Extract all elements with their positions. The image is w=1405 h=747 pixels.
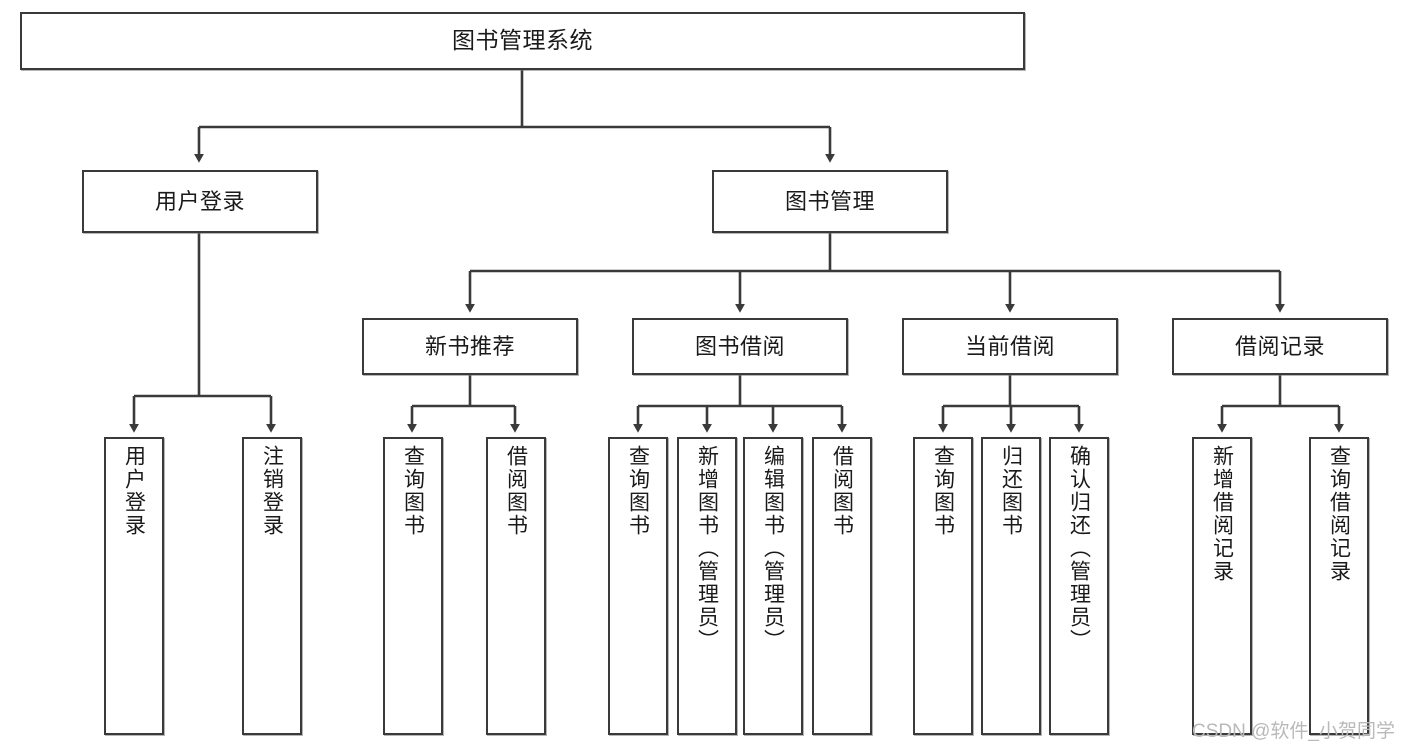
node-label: 确认归还（管理员） [1067, 445, 1091, 652]
leaf-borrow-record-query-record[interactable]: 查询借阅记录 [1309, 437, 1369, 735]
node-book-management[interactable]: 图书管理 [712, 170, 948, 233]
node-label: 借阅图书 [504, 445, 528, 537]
node-label: 当前借阅 [964, 333, 1055, 359]
node-label: 归还图书 [999, 445, 1023, 537]
leaf-current-borrow-confirm-return-admin[interactable]: 确认归还（管理员） [1049, 437, 1109, 735]
node-label: 借阅记录 [1234, 333, 1325, 359]
leaf-book-borrow-edit-book-admin[interactable]: 编辑图书（管理员） [743, 437, 803, 735]
leaf-book-borrow-add-book-admin[interactable]: 新增图书（管理员） [677, 437, 737, 735]
node-label: 查询图书 [401, 445, 425, 537]
node-label: 图书借阅 [694, 333, 785, 359]
leaf-new-book-borrow-books[interactable]: 借阅图书 [486, 437, 546, 735]
node-borrowing-record[interactable]: 借阅记录 [1172, 318, 1388, 375]
node-current-borrowing[interactable]: 当前借阅 [902, 318, 1118, 375]
node-label: 图书管理 [784, 188, 875, 214]
node-label: 查询借阅记录 [1327, 445, 1351, 583]
node-label: 图书管理系统 [452, 27, 593, 54]
node-label: 查询图书 [931, 445, 955, 537]
leaf-current-borrow-return-books[interactable]: 归还图书 [981, 437, 1041, 735]
node-new-book-recommendation[interactable]: 新书推荐 [362, 318, 578, 375]
leaf-borrow-record-add-record[interactable]: 新增借阅记录 [1192, 437, 1252, 735]
node-label: 查询图书 [626, 445, 650, 537]
node-label: 新增图书（管理员） [695, 445, 719, 652]
leaf-new-book-query-books[interactable]: 查询图书 [383, 437, 443, 735]
leaf-book-borrow-query-books[interactable]: 查询图书 [608, 437, 668, 735]
node-label: 编辑图书（管理员） [761, 445, 785, 652]
node-label: 新书推荐 [424, 333, 515, 359]
node-label: 用户登录 [122, 445, 146, 537]
node-user-login[interactable]: 用户登录 [82, 170, 318, 233]
node-label: 注销登录 [260, 445, 284, 537]
leaf-user-login-logout[interactable]: 注销登录 [242, 437, 302, 735]
node-label: 用户登录 [154, 188, 245, 214]
node-label: 新增借阅记录 [1210, 445, 1234, 583]
node-book-borrowing[interactable]: 图书借阅 [632, 318, 848, 375]
node-root-book-management-system[interactable]: 图书管理系统 [20, 12, 1025, 70]
leaf-user-login-login[interactable]: 用户登录 [104, 437, 164, 735]
node-label: 借阅图书 [830, 445, 854, 537]
leaf-book-borrow-borrow-books[interactable]: 借阅图书 [812, 437, 872, 735]
leaf-current-borrow-query-books[interactable]: 查询图书 [913, 437, 973, 735]
csdn-watermark: CSDN @软件_小贺同学 [1192, 721, 1395, 742]
